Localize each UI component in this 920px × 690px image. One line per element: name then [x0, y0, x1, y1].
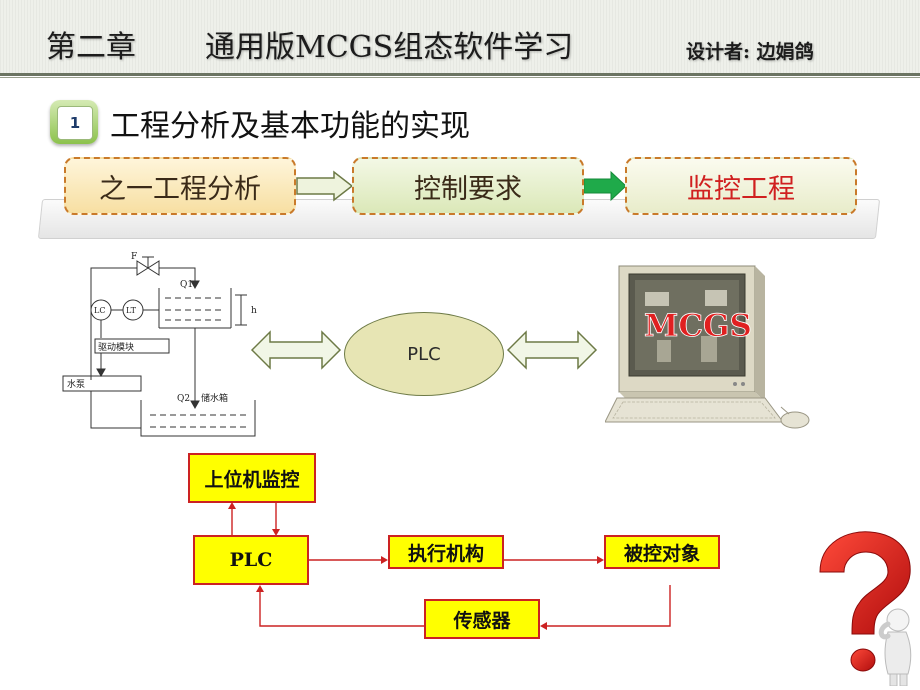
step-arrows [296, 170, 627, 202]
plc-ellipse: PLC [344, 312, 504, 396]
step-control-requirements[interactable]: 控制要求 [352, 157, 584, 215]
controller-label: LC [94, 306, 105, 315]
double-arrow-right [506, 330, 598, 370]
pump-label: 水泵 [67, 378, 85, 390]
host-monitor-box: 上位机监控 [188, 453, 316, 503]
sensor-box: 传感器 [424, 599, 540, 639]
screen-logo: MCGS [644, 308, 752, 344]
transmitter-label: LT [126, 306, 137, 315]
actuator-box: 执行机构 [388, 535, 504, 569]
section-title: 工程分析及基本功能的实现 [110, 109, 470, 144]
link-arrows [250, 330, 598, 370]
driver-module-label: 驱动模块 [98, 341, 134, 353]
header-divider [0, 73, 920, 76]
designer-label: 设计者: 边娟鸽 [686, 41, 814, 63]
question-figure-icon [819, 531, 912, 686]
controlled-object-box: 被控对象 [604, 535, 720, 569]
arrow-sensor-to-plc [259, 589, 424, 627]
valve-label: F [131, 252, 137, 262]
level-label: h [251, 306, 257, 316]
header-divider-thin [0, 77, 920, 78]
tank-process-diagram: F Q1 h LC LT 驱动模块 水泵 Q2 储水箱 [62, 252, 257, 437]
step-arrow-2 [583, 170, 627, 202]
header-bar [0, 0, 920, 76]
step-project-analysis[interactable]: 之一工程分析 [64, 157, 296, 215]
course-title: 通用版MCGS组态软件学习 [205, 30, 574, 65]
step-arrow-1 [296, 170, 354, 202]
section-number: 1 [57, 106, 93, 140]
double-arrow-left [250, 330, 342, 370]
arrow-object-to-sensor [544, 585, 671, 627]
plc-box: PLC [193, 535, 309, 585]
chapter-label: 第二章 [46, 30, 136, 65]
reservoir-label: 储水箱 [201, 392, 228, 404]
outflow-label: Q2 [177, 394, 190, 404]
inflow-label: Q1 [180, 280, 193, 290]
computer-icon: MCGS [605, 265, 810, 429]
step-monitoring-project[interactable]: 监控工程 [625, 157, 857, 215]
